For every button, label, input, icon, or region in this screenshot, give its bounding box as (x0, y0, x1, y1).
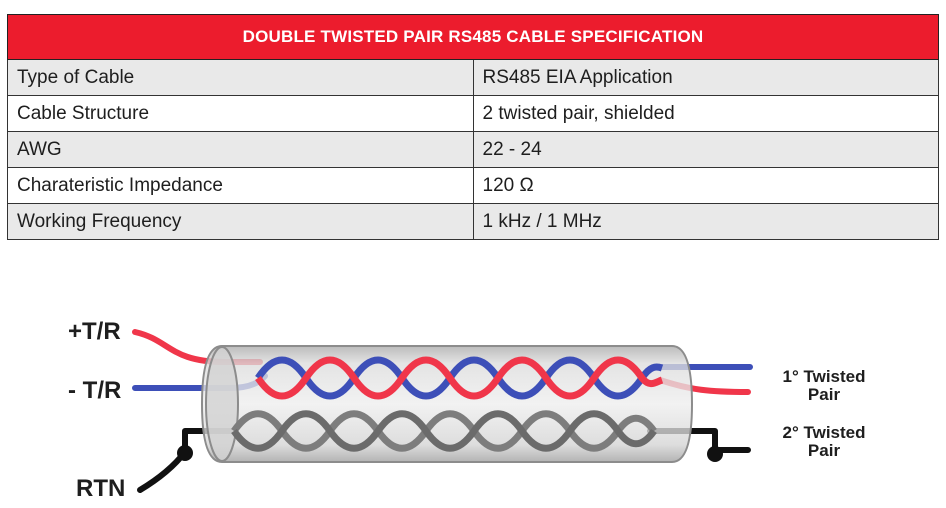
table-row: AWG 22 - 24 (7, 131, 939, 168)
cable-jacket-end (205, 346, 239, 462)
table-row: Type of Cable RS485 EIA Application (7, 59, 939, 96)
row-label-working-frequency: Working Frequency (7, 203, 474, 240)
table-header-row: DOUBLE TWISTED PAIR RS485 CABLE SPECIFIC… (7, 14, 939, 60)
label-rtn: RTN (76, 475, 125, 502)
row-value-cable-structure: 2 twisted pair, shielded (472, 95, 939, 132)
row-label-awg: AWG (7, 131, 474, 168)
label-minus-tr: - T/R (68, 377, 121, 404)
spec-table: DOUBLE TWISTED PAIR RS485 CABLE SPECIFIC… (7, 14, 939, 240)
label-pair2-line2: Pair (808, 441, 841, 460)
row-label-type-of-cable: Type of Cable (7, 59, 474, 96)
table-row: Cable Structure 2 twisted pair, shielded (7, 95, 939, 132)
row-value-type-of-cable: RS485 EIA Application (472, 59, 939, 96)
twisted-pair-2 (231, 410, 657, 452)
label-pair1-line1: 1° Twisted (783, 367, 866, 386)
row-value-working-frequency: 1 kHz / 1 MHz (472, 203, 939, 240)
label-pair2-line1: 2° Twisted (783, 423, 866, 442)
label-pair1-line2: Pair (808, 385, 841, 404)
table-title: DOUBLE TWISTED PAIR RS485 CABLE SPECIFIC… (7, 14, 939, 60)
rtn-junction-right (707, 446, 723, 462)
row-value-impedance: 120 Ω (472, 167, 939, 204)
table-row: Charateristic Impedance 120 Ω (7, 167, 939, 204)
label-plus-tr: +T/R (68, 318, 121, 345)
cable-diagram: +T/R - T/R RTN 1° Twisted Pair 2° Twiste… (68, 318, 866, 502)
table-row: Working Frequency 1 kHz / 1 MHz (7, 203, 939, 240)
row-label-impedance: Charateristic Impedance (7, 167, 474, 204)
row-value-awg: 22 - 24 (472, 131, 939, 168)
twisted-pair-1 (255, 356, 664, 400)
rtn-junction-left (177, 445, 193, 461)
row-label-cable-structure: Cable Structure (7, 95, 474, 132)
